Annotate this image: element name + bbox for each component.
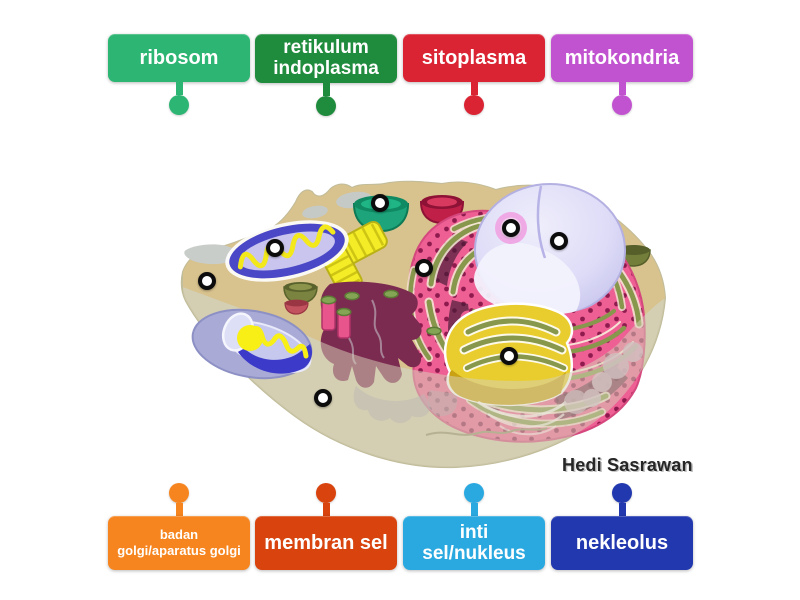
- label-pin-dot: [316, 483, 336, 503]
- olive-vesicle-left: [283, 282, 318, 304]
- pin-cell-membrane[interactable]: [314, 389, 332, 407]
- label-pin-dot: [169, 95, 189, 115]
- pin-nucleus[interactable]: [550, 232, 568, 250]
- pin-endoplasmic-reticulum[interactable]: [415, 259, 433, 277]
- label-stem: [470, 503, 478, 516]
- label-sitoplasma[interactable]: sitoplasma: [403, 34, 545, 115]
- small-red-vesicle: [284, 299, 309, 315]
- label-box: ribosom: [108, 34, 250, 82]
- cut-surface-veil: [183, 287, 665, 468]
- label-nekleolus[interactable]: nekleolus: [551, 483, 693, 570]
- label-stem: [618, 82, 626, 95]
- pin-nucleolus[interactable]: [502, 219, 520, 237]
- label-pin-dot: [169, 483, 189, 503]
- pin-mitochondrion[interactable]: [266, 239, 284, 257]
- membrane-fold-line: [425, 427, 548, 436]
- label-box: mitokondria: [551, 34, 693, 82]
- label-pin-dot: [612, 483, 632, 503]
- label-stem: [175, 503, 183, 516]
- label-mitokondria[interactable]: mitokondria: [551, 34, 693, 115]
- label-box: membran sel: [255, 516, 397, 570]
- label-stem: [322, 503, 330, 516]
- label-stem: [175, 82, 183, 95]
- label-pin-dot: [464, 95, 484, 115]
- nucleus: [474, 183, 626, 318]
- label-box: nekleolus: [551, 516, 693, 570]
- label-membran-sel[interactable]: membran sel: [255, 483, 397, 570]
- label-box: sitoplasma: [403, 34, 545, 82]
- label-pin-dot: [612, 95, 632, 115]
- label-stem: [470, 82, 478, 95]
- pin-golgi[interactable]: [500, 347, 518, 365]
- watermark-credit: Hedi Sasrawan: [562, 455, 693, 475]
- label-pin-dot: [464, 483, 484, 503]
- label-stem: [322, 82, 330, 96]
- mitochondrion: [225, 220, 349, 282]
- label-pin-dot: [316, 95, 336, 116]
- vesicle-cup-with-mitochondrion: [191, 308, 313, 380]
- pin-cytoplasm[interactable]: [198, 272, 216, 290]
- pin-green-vesicle[interactable]: [371, 194, 389, 212]
- label-ribosom[interactable]: ribosom: [108, 34, 250, 115]
- label-stem: [618, 503, 626, 516]
